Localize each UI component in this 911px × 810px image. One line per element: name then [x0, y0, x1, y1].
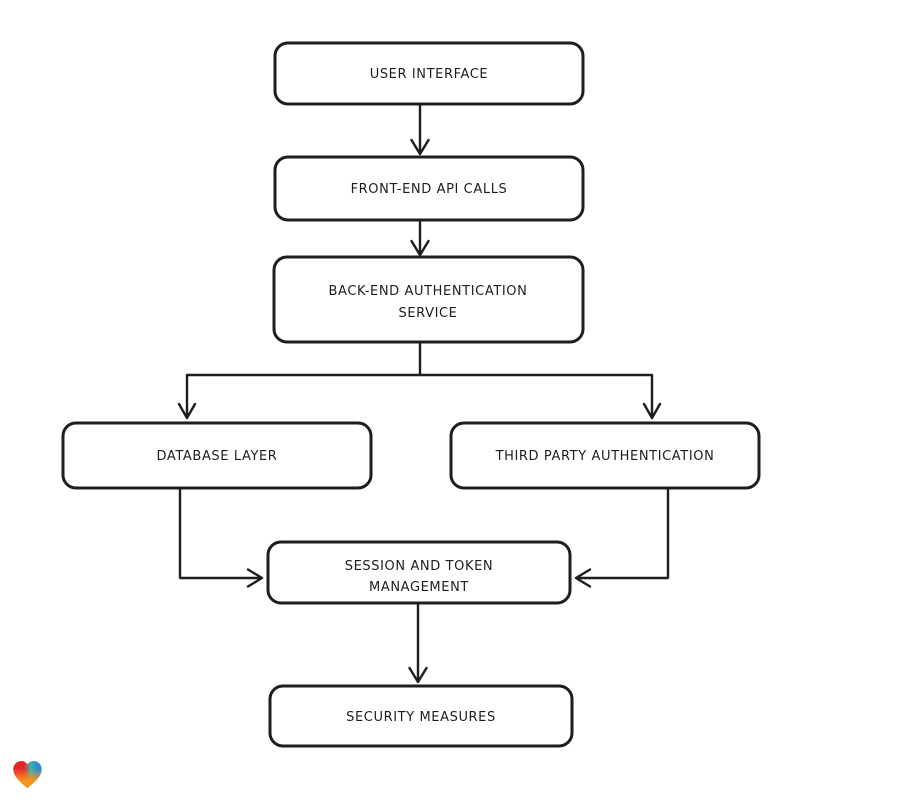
node-third-party-auth-box: [449, 421, 761, 490]
node-backend-auth-service: BACK-END AUTHENTICATION SERVICE: [272, 255, 585, 344]
edge-backend-to-database-arrow: [177, 341, 422, 420]
edge-backend-to-thirdparty-arrow: [418, 373, 662, 420]
node-user-interface-box: [273, 41, 585, 106]
node-database-layer-label: DATABASE LAYER: [157, 449, 278, 464]
edge-user-interface-to-frontend-arrow: [410, 103, 430, 156]
node-database-layer-box: [61, 421, 373, 490]
node-session-token-mgmt: SESSION AND TOKEN MANAGEMENT: [266, 540, 572, 605]
node-session-token-mgmt-box: [266, 540, 572, 605]
edge-group: [177, 103, 670, 684]
node-session-token-mgmt-label-line2: MANAGEMENT: [369, 580, 469, 595]
node-third-party-auth-label: THIRD PARTY AUTHENTICATION: [495, 449, 715, 464]
node-backend-auth-service-label-line2: SERVICE: [398, 306, 457, 321]
node-user-interface: USER INTERFACE: [273, 41, 585, 106]
node-session-token-mgmt-label-line1: SESSION AND TOKEN: [345, 559, 494, 574]
node-security-measures-box: [268, 684, 574, 748]
node-frontend-api-calls-box: [273, 155, 585, 222]
edge-database-to-session-arrow: [178, 487, 264, 588]
node-third-party-auth: THIRD PARTY AUTHENTICATION: [449, 421, 761, 490]
edge-thirdparty-to-session-arrow: [574, 487, 670, 588]
heart-shape-orange-overlay: [13, 760, 42, 789]
node-user-interface-label: USER INTERFACE: [370, 67, 489, 82]
node-security-measures: SECURITY MEASURES: [268, 684, 574, 748]
node-security-measures-label: SECURITY MEASURES: [346, 710, 496, 725]
node-backend-auth-service-box: [272, 255, 585, 344]
node-database-layer: DATABASE LAYER: [61, 421, 373, 490]
node-frontend-api-calls: FRONT-END API CALLS: [273, 155, 585, 222]
node-backend-auth-service-label-line1: BACK-END AUTHENTICATION: [329, 284, 528, 299]
edge-session-to-security-arrow: [408, 601, 428, 684]
node-frontend-api-calls-label: FRONT-END API CALLS: [351, 182, 508, 197]
edge-frontend-to-backend-arrow: [410, 219, 430, 257]
gradient-heart-logo[interactable]: [10, 757, 45, 792]
